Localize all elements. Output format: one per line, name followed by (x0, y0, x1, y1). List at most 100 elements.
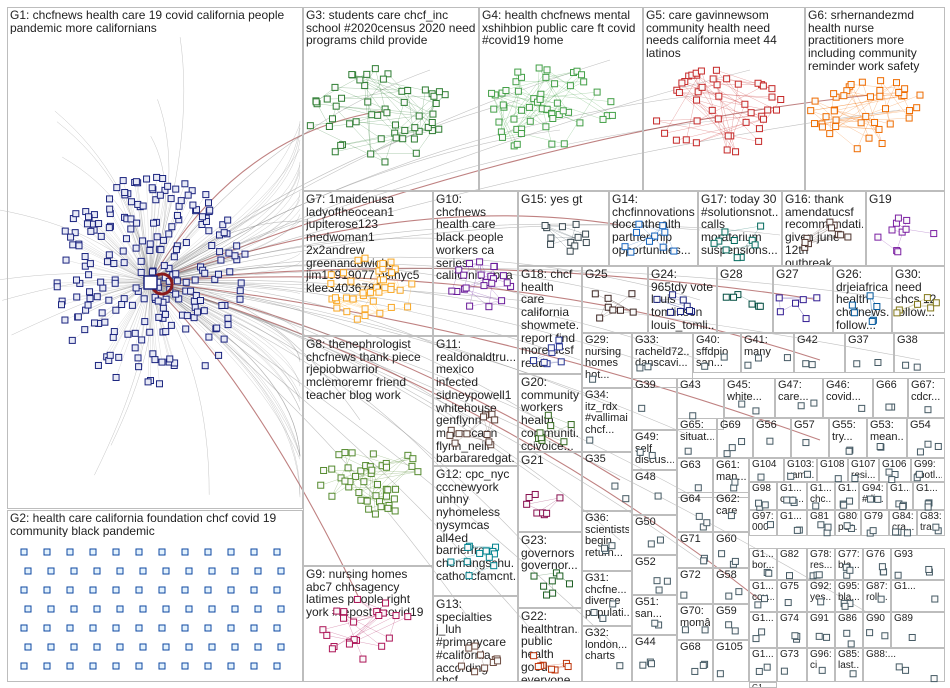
node (557, 358, 565, 366)
node (156, 191, 164, 199)
node (250, 586, 258, 594)
node (87, 227, 95, 235)
group-label: G10: chcfnews health care black people w… (436, 193, 513, 283)
node (498, 133, 506, 141)
group-box-g27: G27 (773, 266, 833, 333)
node (858, 404, 866, 412)
node (480, 282, 488, 290)
node (476, 258, 484, 266)
node (851, 474, 859, 482)
node (699, 523, 707, 531)
node (840, 501, 848, 509)
edge (501, 107, 505, 132)
node (734, 80, 742, 88)
edge (726, 104, 746, 151)
node (410, 135, 418, 143)
node (498, 297, 506, 305)
group-label: G108 (820, 460, 845, 470)
edge (356, 121, 382, 139)
node (204, 624, 212, 632)
node (435, 88, 443, 96)
group-label: G2: health care california foundation ch… (10, 512, 277, 538)
node (112, 624, 120, 632)
node (514, 68, 522, 76)
edge (97, 281, 151, 297)
node (845, 447, 853, 455)
node (376, 309, 384, 317)
node (703, 519, 711, 527)
node (137, 268, 145, 276)
node (391, 121, 399, 129)
node (560, 140, 568, 148)
node (543, 105, 551, 113)
group-box-g29: G29: nursing homes hot... (582, 333, 632, 388)
node (182, 325, 190, 333)
node (217, 256, 225, 264)
edge (149, 281, 881, 621)
node (465, 260, 473, 268)
node (775, 294, 783, 302)
node (823, 633, 831, 641)
node (131, 329, 139, 337)
node (112, 662, 120, 670)
node (549, 115, 557, 123)
group-box-g32: G32: london... charts (582, 626, 632, 682)
node (566, 82, 574, 90)
node (888, 476, 896, 484)
node (383, 109, 391, 117)
node (654, 492, 662, 500)
group-label: G70: momâ (680, 606, 710, 629)
node (724, 132, 732, 140)
group-label: G47: care... (778, 380, 809, 403)
node (611, 482, 619, 490)
node (218, 301, 226, 309)
node (536, 429, 544, 437)
group-box-g62: G62: care (713, 492, 749, 532)
edge (469, 261, 480, 307)
edge (149, 187, 153, 283)
node (356, 76, 364, 84)
group-box-g51: G51: san... (632, 595, 677, 635)
node (755, 499, 763, 507)
node (70, 567, 78, 575)
node (691, 667, 699, 675)
node (730, 293, 738, 301)
node (752, 407, 760, 415)
node (832, 116, 840, 124)
node (495, 118, 503, 126)
node (485, 553, 493, 561)
edge (696, 122, 747, 143)
node (713, 81, 721, 89)
node (193, 308, 201, 316)
node (533, 509, 541, 517)
group-label: G76 (866, 550, 885, 560)
node (250, 624, 258, 632)
node (67, 233, 75, 241)
node (715, 92, 723, 100)
edge (343, 615, 379, 619)
node (112, 306, 120, 314)
node (273, 586, 281, 594)
group-box-g96: G96: ci (807, 648, 835, 682)
edge (149, 245, 212, 283)
node (367, 150, 375, 158)
edge (149, 281, 301, 457)
group-label: G49: self discus... (635, 432, 674, 467)
node (93, 605, 101, 613)
node (596, 314, 604, 322)
edge (366, 74, 415, 128)
node (761, 501, 769, 509)
node (93, 293, 101, 301)
node (371, 65, 379, 73)
node (181, 180, 189, 188)
node (609, 306, 617, 314)
node (158, 548, 166, 556)
node (878, 563, 886, 571)
node (24, 605, 32, 613)
node (354, 256, 362, 264)
edge (149, 281, 206, 366)
node (387, 258, 395, 266)
node (732, 148, 740, 156)
node (323, 95, 331, 103)
node (254, 567, 262, 575)
